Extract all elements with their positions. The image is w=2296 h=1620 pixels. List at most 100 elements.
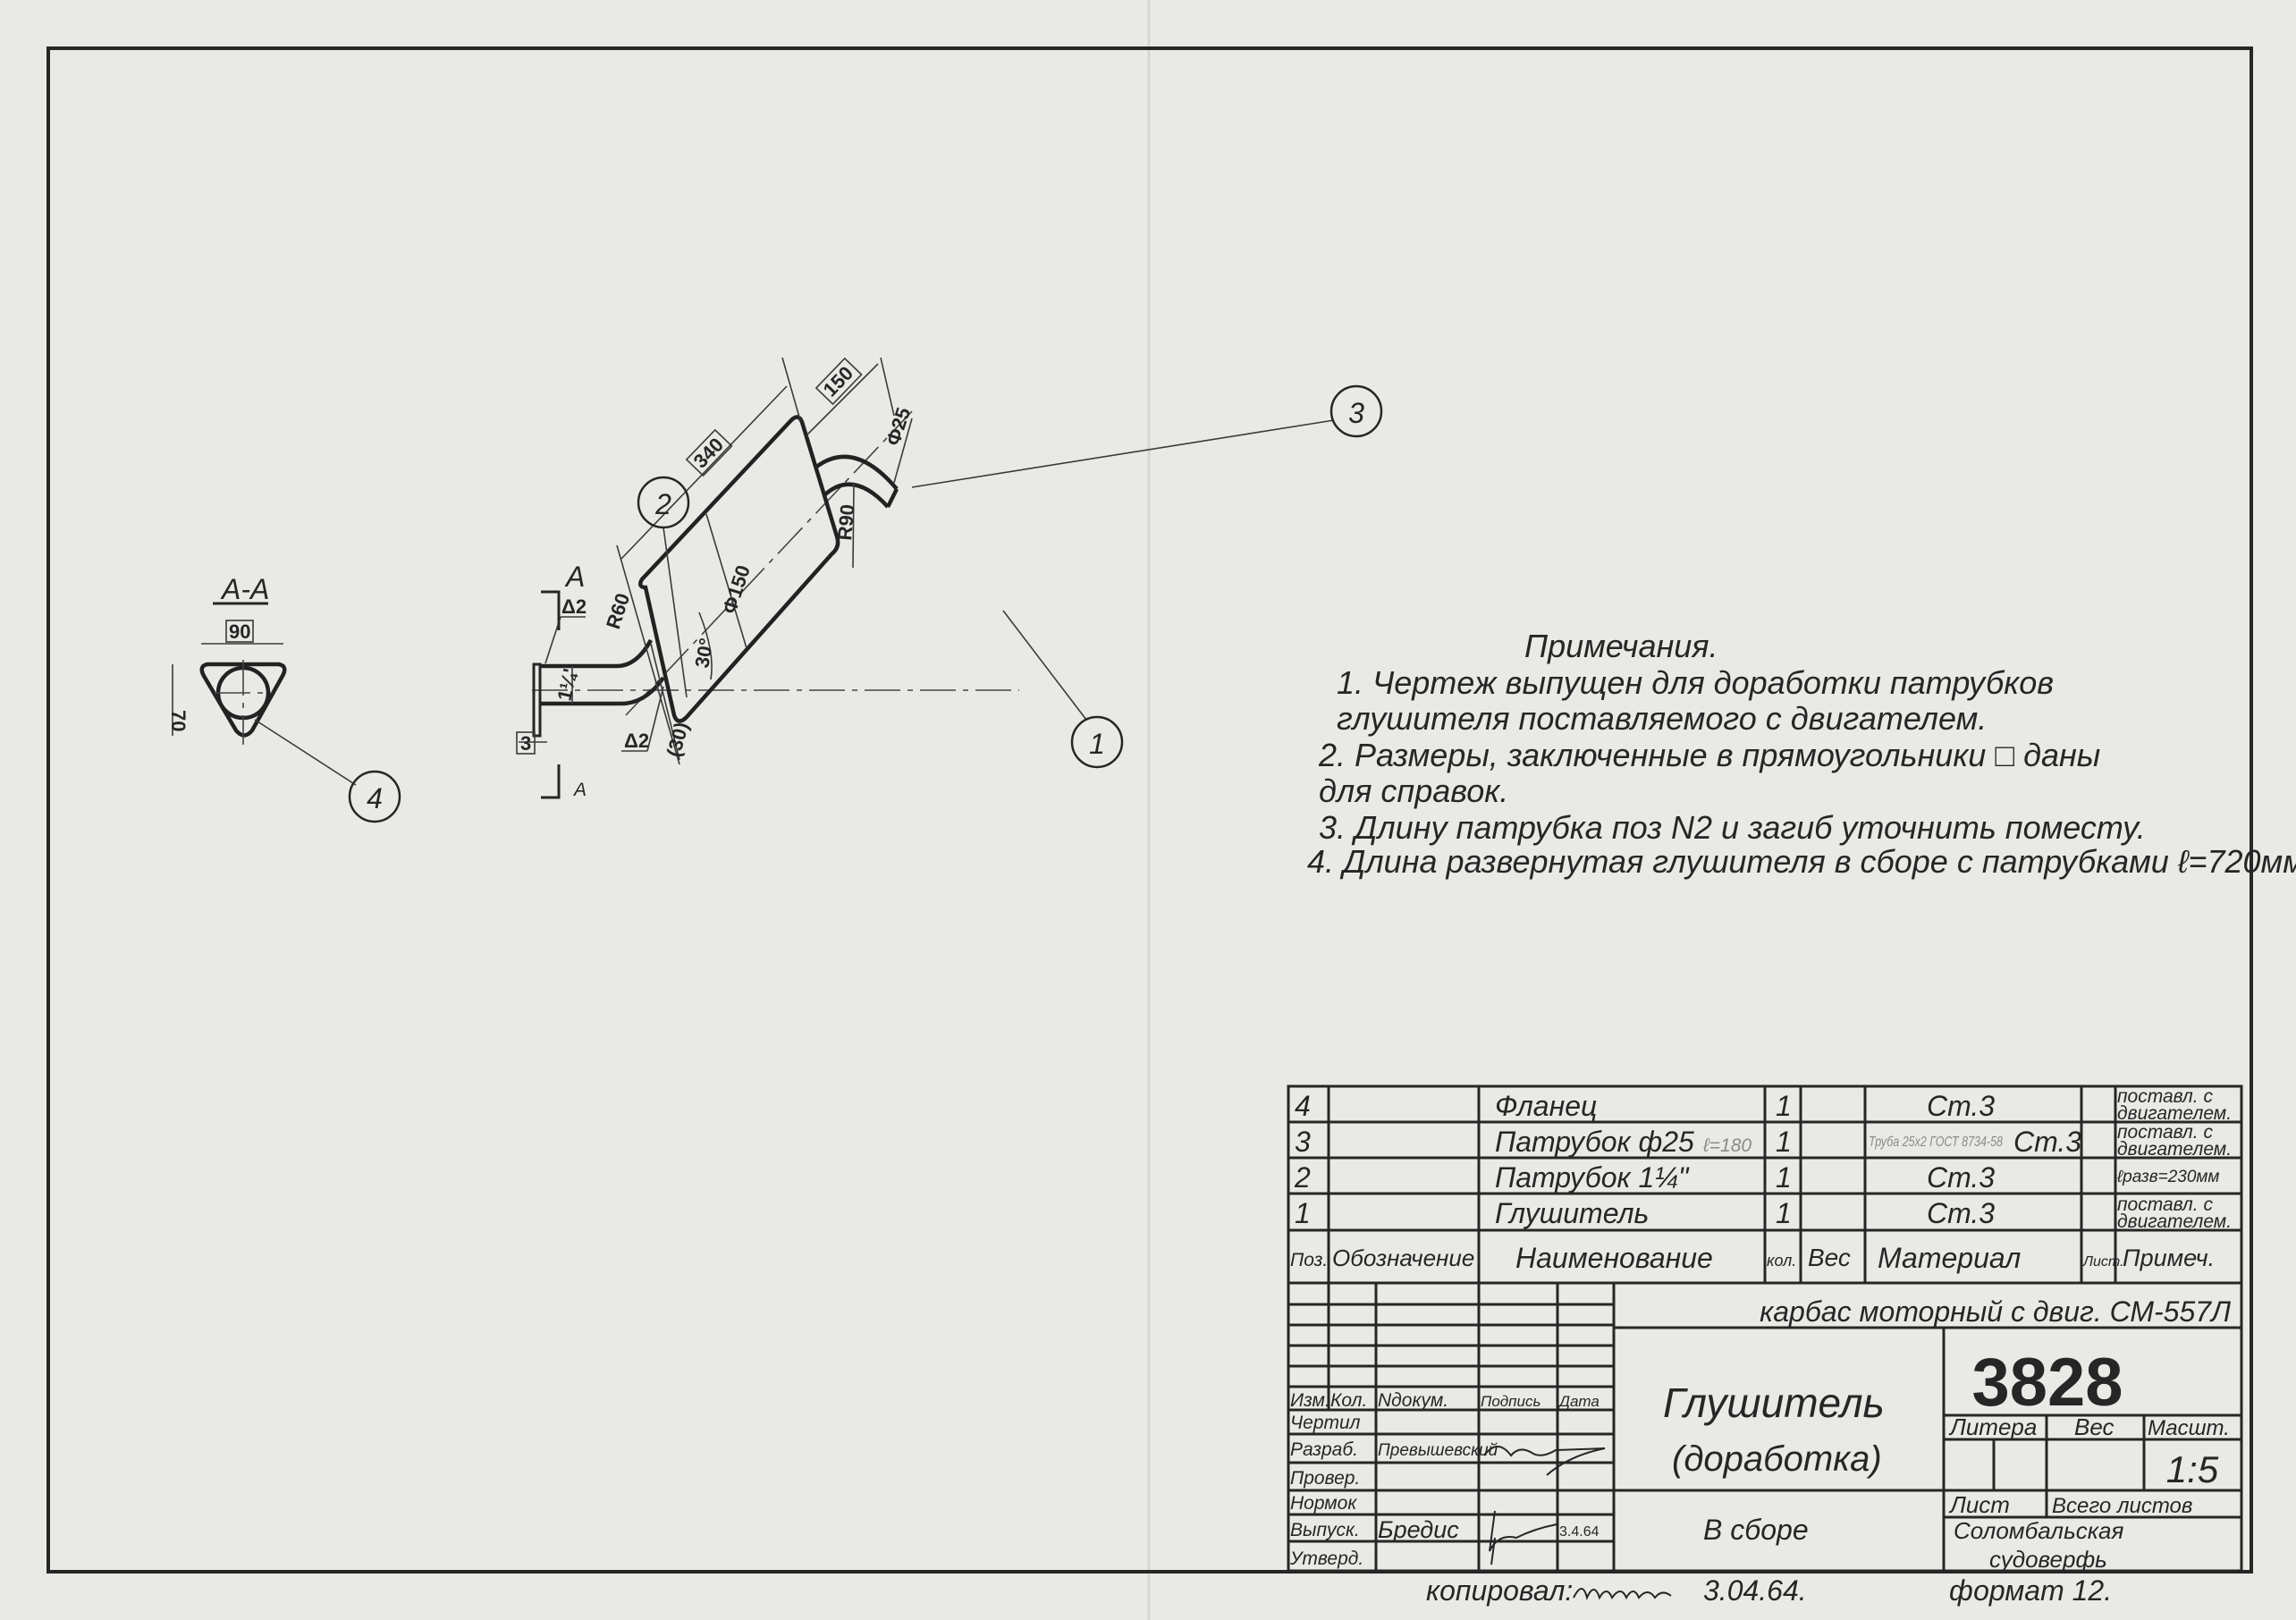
reference-box xyxy=(685,428,733,477)
cell-qty: 1 xyxy=(1776,1197,1792,1229)
dim-line-d150 xyxy=(705,513,747,649)
cell-note: поставл. с xyxy=(2117,1086,2213,1107)
balloon-1 xyxy=(1070,715,1124,769)
section-marker-bottom: А xyxy=(572,780,587,800)
part-subname: (доработка) xyxy=(1672,1439,1882,1479)
sheet-format: формат 12. xyxy=(1949,1574,2112,1607)
note-line: 1. Чертеж выпущен для доработки патрубко… xyxy=(1337,664,2054,701)
sheet-label: Лист xyxy=(1948,1491,2010,1518)
copier-signature xyxy=(1573,1588,1672,1601)
dim-label-70: 70 xyxy=(167,710,190,731)
header-qty: кол. xyxy=(1767,1252,1796,1270)
leader-1 xyxy=(1002,610,1087,721)
inlet-pipe-top xyxy=(539,638,653,669)
cell-qty: 1 xyxy=(1776,1161,1792,1194)
cell-pos: 4 xyxy=(1295,1090,1311,1122)
dim-line-r90 xyxy=(852,482,855,569)
section-cut-top xyxy=(541,590,561,630)
header-pos: Поз. xyxy=(1290,1250,1328,1270)
outlet-pipe-outer xyxy=(814,454,899,491)
rev-header: Nдокум. xyxy=(1378,1390,1448,1411)
table-header-row: Поз. Обозначение Наименование кол. Вес М… xyxy=(1290,1242,2215,1274)
role-label: Чертил xyxy=(1290,1413,1361,1433)
role-label: Утверд. xyxy=(1289,1548,1363,1569)
cell-material: Ст.3 xyxy=(1927,1090,1995,1122)
cell-pos: 2 xyxy=(1294,1161,1311,1194)
muffler-body xyxy=(637,415,840,723)
cell-name: Фланец xyxy=(1495,1090,1597,1122)
header-weight: Вес xyxy=(1808,1244,1851,1271)
dim-line-340 xyxy=(620,385,788,560)
note-line: 3. Длину патрубка поз N2 и загиб уточнит… xyxy=(1319,809,2146,846)
header-designation: Обозначение xyxy=(1332,1245,1474,1271)
balloon-4 xyxy=(348,770,401,823)
cell-pos: 3 xyxy=(1295,1126,1311,1158)
flange-outline xyxy=(199,662,287,738)
balloon-label-1: 1 xyxy=(1089,728,1105,760)
outlet-pipe-end xyxy=(885,487,899,509)
table-row: 2 Патрубок 1¼" 1 Ст.3 ℓразв=230мм xyxy=(1294,1161,2219,1194)
cell-name-pencil-note: ℓ=180 xyxy=(1702,1135,1752,1156)
cell-qty: 1 xyxy=(1776,1090,1792,1122)
outlet-pipe-inner xyxy=(823,482,890,509)
cell-material-pencil-note: Труба 25х2 ГОСТ 8734-58 xyxy=(1869,1135,2003,1150)
dim-label-3: 3 xyxy=(520,732,531,755)
title-block: карбас моторный с двиг. СМ-557Л 3828 Глу… xyxy=(1288,1283,2241,1573)
reference-box xyxy=(225,620,254,643)
dim-label-angle: 30° xyxy=(690,637,717,670)
balloon-2 xyxy=(637,476,690,529)
scale-label: Масшт. xyxy=(2148,1416,2230,1440)
section-marker-top: А xyxy=(564,561,585,593)
litera-label: Литера xyxy=(1948,1413,2037,1440)
extension-line xyxy=(616,544,680,765)
scale-value: 1:5 xyxy=(2166,1448,2219,1490)
cell-name: Патрубок 1¼" xyxy=(1495,1161,1690,1194)
balloon-3 xyxy=(1329,384,1383,438)
cell-note: двигателем. xyxy=(2117,1103,2232,1124)
dim-label-90: 90 xyxy=(229,620,250,643)
dim-label-r90: R90 xyxy=(833,503,858,541)
balloon-label-2: 2 xyxy=(654,488,671,520)
role-label: Разраб. xyxy=(1290,1439,1358,1460)
note-line: 2. Размеры, заключенные в прямоугольники… xyxy=(1318,737,2100,773)
weld-label-bottom: Δ2 xyxy=(624,730,649,752)
cell-note: двигателем. xyxy=(2117,1139,2232,1160)
release-date: 3.4.64 xyxy=(1559,1524,1600,1540)
inlet-pipe-bottom xyxy=(539,676,665,706)
cell-material: Ст.3 xyxy=(1927,1161,1995,1194)
cell-material: Ст.3 xyxy=(1927,1197,1995,1229)
reference-box xyxy=(516,731,536,755)
rev-header: Подпись xyxy=(1481,1393,1541,1410)
section-cut-bottom xyxy=(541,764,561,799)
role-label: Провер. xyxy=(1290,1468,1360,1489)
header-sheet: Лист. xyxy=(2082,1254,2123,1270)
copied-by-label: копировал: xyxy=(1426,1574,1573,1607)
weld-label-top: Δ2 xyxy=(561,595,587,618)
table-row: 1 Глушитель 1 Ст.3 поставл. с двигателем… xyxy=(1295,1194,2232,1232)
leader-weld-bottom xyxy=(646,686,664,752)
cell-note: ℓразв=230мм xyxy=(2116,1168,2219,1186)
notes: Примечания. 1. Чертеж выпущен для дорабо… xyxy=(1307,628,2296,880)
extension-line xyxy=(781,357,801,421)
section-a-a-view: А-А 90 70 4 xyxy=(167,573,401,823)
footer: копировал: 3.04.64. формат 12. xyxy=(1426,1574,2112,1607)
cell-name: Глушитель xyxy=(1495,1197,1649,1229)
cell-qty: 1 xyxy=(1776,1126,1792,1158)
rev-header: Кол. xyxy=(1330,1390,1367,1411)
cell-name: Патрубок ф25 xyxy=(1495,1126,1694,1158)
note-line: для справок. xyxy=(1319,772,1508,809)
balloon-label-4: 4 xyxy=(367,782,383,814)
assembly-label: В сборе xyxy=(1703,1514,1809,1546)
releaser-signature xyxy=(1489,1510,1557,1565)
note-line: глушителя поставляемого с двигателем. xyxy=(1337,700,1987,737)
leader-2 xyxy=(663,527,688,698)
sheets-total-label: Всего листов xyxy=(2052,1494,2192,1518)
leader-4 xyxy=(254,719,357,786)
cell-note: двигателем. xyxy=(2117,1211,2232,1232)
project-title: карбас моторный с двиг. СМ-557Л xyxy=(1760,1295,2231,1328)
sheet-frame xyxy=(46,46,2253,1574)
table-row: 4 Фланец 1 Ст.3 поставл. с двигателем. xyxy=(1295,1086,2232,1124)
rev-header: Изм. xyxy=(1290,1390,1330,1411)
developer-name: Превышевский xyxy=(1378,1441,1498,1460)
